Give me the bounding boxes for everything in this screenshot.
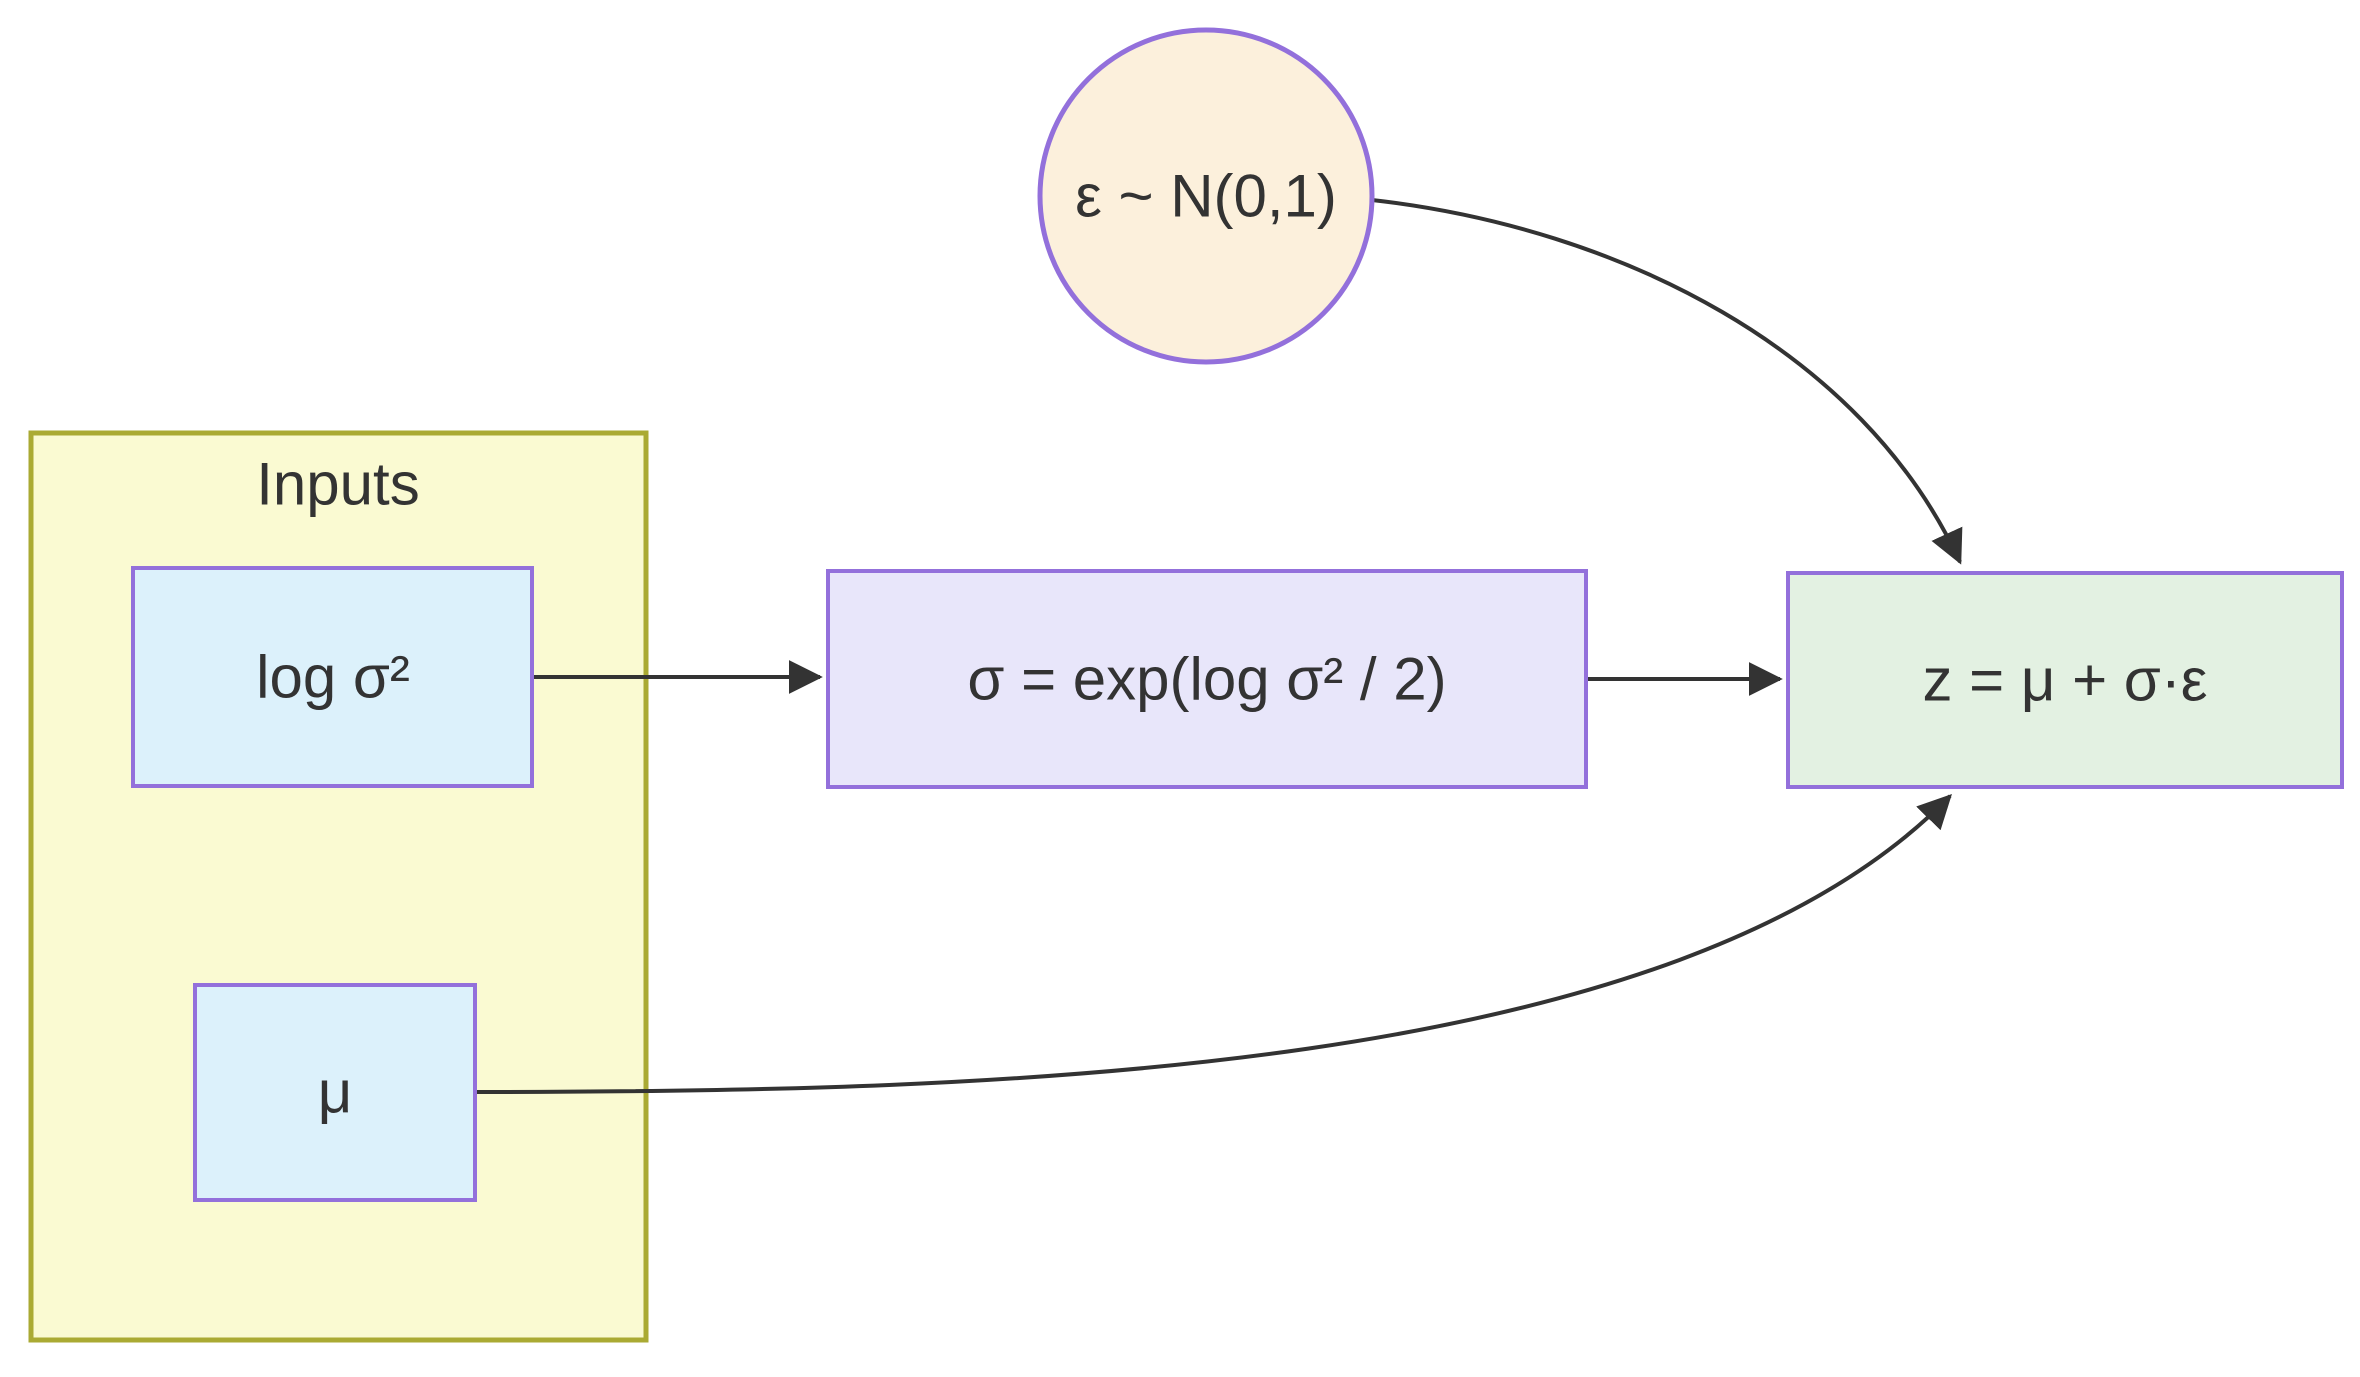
- node-sigma-label: σ = exp(log σ² / 2): [967, 646, 1446, 713]
- node-z-shape: [1786, 571, 2344, 789]
- node-epsilon-shape: [1037, 27, 1375, 365]
- edge-epsilon-to-z: [1371, 198, 1963, 565]
- edge-mu-to-z: [474, 793, 1952, 1094]
- node-epsilon: ε ~ N(0,1): [1037, 27, 1375, 365]
- node-log-var: log σ²: [131, 566, 534, 788]
- node-mu-label: μ: [318, 1059, 353, 1126]
- node-log-var-shape: [131, 566, 534, 788]
- node-z-label: z = μ + σ·ε: [1922, 647, 2207, 714]
- node-log-var-label: log σ²: [256, 644, 410, 711]
- node-mu-shape: [193, 983, 477, 1202]
- node-sigma: σ = exp(log σ² / 2): [826, 569, 1588, 789]
- node-mu: μ: [193, 983, 477, 1202]
- group-inputs-title: Inputs: [256, 451, 419, 518]
- edges-layer: [474, 198, 1963, 1094]
- node-epsilon-label: ε ~ N(0,1): [1075, 163, 1337, 230]
- node-sigma-shape: [826, 569, 1588, 789]
- node-z: z = μ + σ·ε: [1786, 571, 2344, 789]
